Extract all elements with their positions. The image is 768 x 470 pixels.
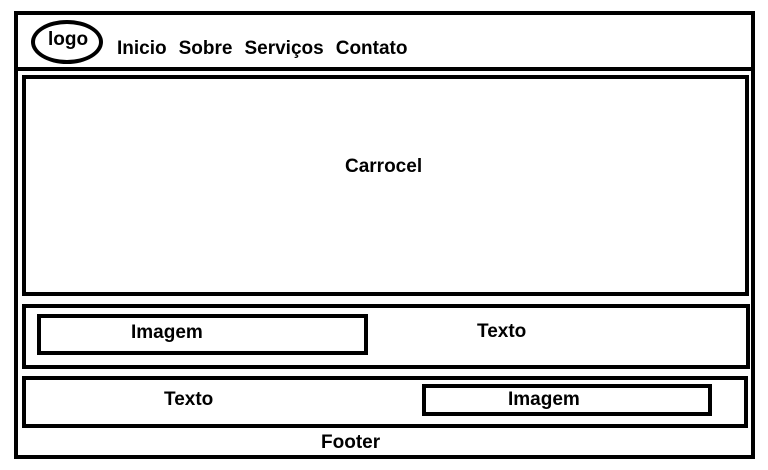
section-1-text: Texto: [477, 321, 527, 342]
logo-text: logo: [48, 29, 89, 50]
logo[interactable]: logo: [31, 20, 103, 64]
section-1-image: [37, 314, 368, 355]
main-nav: Inicio Sobre Serviços Contato: [117, 39, 419, 58]
section-2-image-label: Imagem: [508, 389, 580, 410]
nav-item-servicos[interactable]: Serviços: [244, 38, 324, 59]
nav-item-inicio[interactable]: Inicio: [117, 38, 167, 59]
nav-item-sobre[interactable]: Sobre: [178, 38, 233, 59]
section-1-image-label: Imagem: [131, 322, 203, 343]
carousel[interactable]: [22, 75, 749, 296]
nav-item-contato[interactable]: Contato: [335, 38, 408, 59]
header-divider: [14, 67, 755, 71]
section-2-image: [422, 384, 712, 416]
carousel-label: Carrocel: [345, 156, 423, 177]
footer-label: Footer: [321, 432, 381, 453]
section-2-text: Texto: [164, 389, 214, 410]
